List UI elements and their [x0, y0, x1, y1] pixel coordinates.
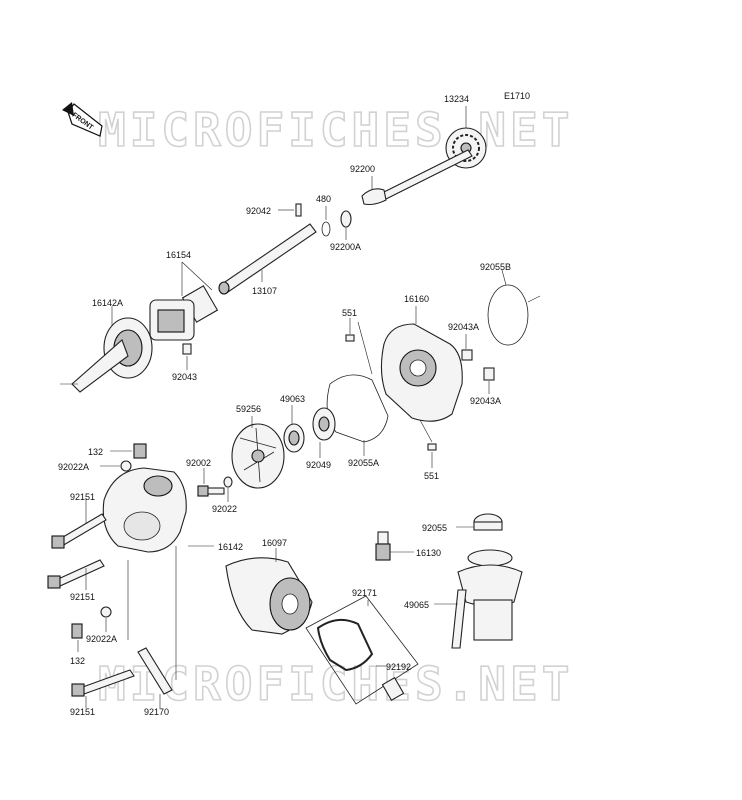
- pump-cover-16160: [380, 323, 463, 422]
- part-label-92049: 92049: [306, 460, 331, 470]
- bolt-92002: [197, 485, 225, 497]
- dowel-92043A-bottom: [483, 367, 495, 381]
- coupling-16154: [149, 285, 219, 341]
- bolt-132-bottom: [71, 623, 83, 639]
- front-arrow-icon: FRONT: [62, 102, 103, 137]
- circlip-480: [321, 221, 331, 237]
- part-label-92151-a: 92151: [70, 492, 95, 502]
- part-label-480: 480: [316, 194, 331, 204]
- gasket-92055A: [326, 374, 389, 443]
- pin-92042: [295, 203, 302, 217]
- shaft-13234: [375, 149, 473, 203]
- oring-92055B: [487, 284, 529, 346]
- bracket-92170: [137, 647, 173, 695]
- part-label-92043: 92043: [172, 372, 197, 382]
- pin-551-top: [345, 334, 355, 342]
- diagram-code: E1710: [504, 91, 530, 101]
- part-label-49063: 49063: [280, 394, 305, 404]
- part-label-92055B: 92055B: [480, 262, 511, 272]
- part-label-92192: 92192: [386, 662, 411, 672]
- oil-filter-16097: [225, 557, 313, 635]
- part-label-59256: 59256: [236, 404, 261, 414]
- shaft-13107: [221, 223, 317, 293]
- part-label-16142: 16142: [218, 542, 243, 552]
- part-label-92042: 92042: [246, 206, 271, 216]
- part-label-92171: 92171: [352, 588, 377, 598]
- bolt-92151-c: [71, 669, 135, 697]
- washer-92022A-bottom: [100, 606, 112, 618]
- watermark-top: MICROFICHES.NET: [98, 103, 573, 157]
- dowel-92043A-top: [461, 349, 473, 361]
- washer-92200A: [340, 210, 352, 228]
- part-label-16097: 16097: [262, 538, 287, 548]
- part-label-13107: 13107: [252, 286, 277, 296]
- part-label-92055: 92055: [422, 523, 447, 533]
- part-label-132-top: 132: [88, 447, 103, 457]
- part-label-92200: 92200: [350, 164, 375, 174]
- part-label-92002: 92002: [186, 458, 211, 468]
- part-label-92200A: 92200A: [330, 242, 361, 252]
- part-label-92151-b: 92151: [70, 592, 95, 602]
- unit-49065: [451, 549, 523, 649]
- part-label-92022A-bottom: 92022A: [86, 634, 117, 644]
- part-label-92022: 92022: [212, 504, 237, 514]
- bolt-92151-a: [51, 513, 107, 549]
- part-label-16130: 16130: [416, 548, 441, 558]
- pump-body-16142: [102, 467, 187, 553]
- cap-92055: [473, 513, 503, 531]
- part-label-16160: 16160: [404, 294, 429, 304]
- part-label-92055A: 92055A: [348, 458, 379, 468]
- part-label-551-bottom: 551: [424, 471, 439, 481]
- washer-92022: [223, 476, 233, 488]
- part-label-92022A-top: 92022A: [58, 462, 89, 472]
- bearing-92049: [312, 407, 336, 441]
- dowel-92043: [182, 343, 192, 355]
- bolt-132-top: [133, 443, 147, 459]
- washer-92022A-top: [120, 460, 132, 472]
- part-label-551-top: 551: [342, 308, 357, 318]
- part-label-49065: 49065: [404, 600, 429, 610]
- housing-16142A: [71, 317, 153, 393]
- callout-box-92171: [305, 595, 419, 705]
- pipe-92192: [381, 676, 405, 702]
- clamp-92171: [316, 618, 374, 672]
- part-label-92043A-top: 92043A: [448, 322, 479, 332]
- part-label-16142A: 16142A: [92, 298, 123, 308]
- pin-551-bottom: [427, 443, 437, 451]
- bolt-92151-b: [47, 559, 105, 589]
- watermark-bottom: MICROFICHES.NET: [98, 657, 573, 711]
- impeller-59256: [231, 423, 285, 489]
- part-label-92043A-bottom: 92043A: [470, 396, 501, 406]
- plate-92200: [361, 188, 387, 206]
- seal-49063: [283, 423, 305, 453]
- part-label-92170: 92170: [144, 707, 169, 717]
- fitting-16130: [375, 531, 391, 561]
- part-label-13234: 13234: [444, 94, 469, 104]
- part-label-16154: 16154: [166, 250, 191, 260]
- part-label-132-bottom: 132: [70, 656, 85, 666]
- part-label-92151-c: 92151: [70, 707, 95, 717]
